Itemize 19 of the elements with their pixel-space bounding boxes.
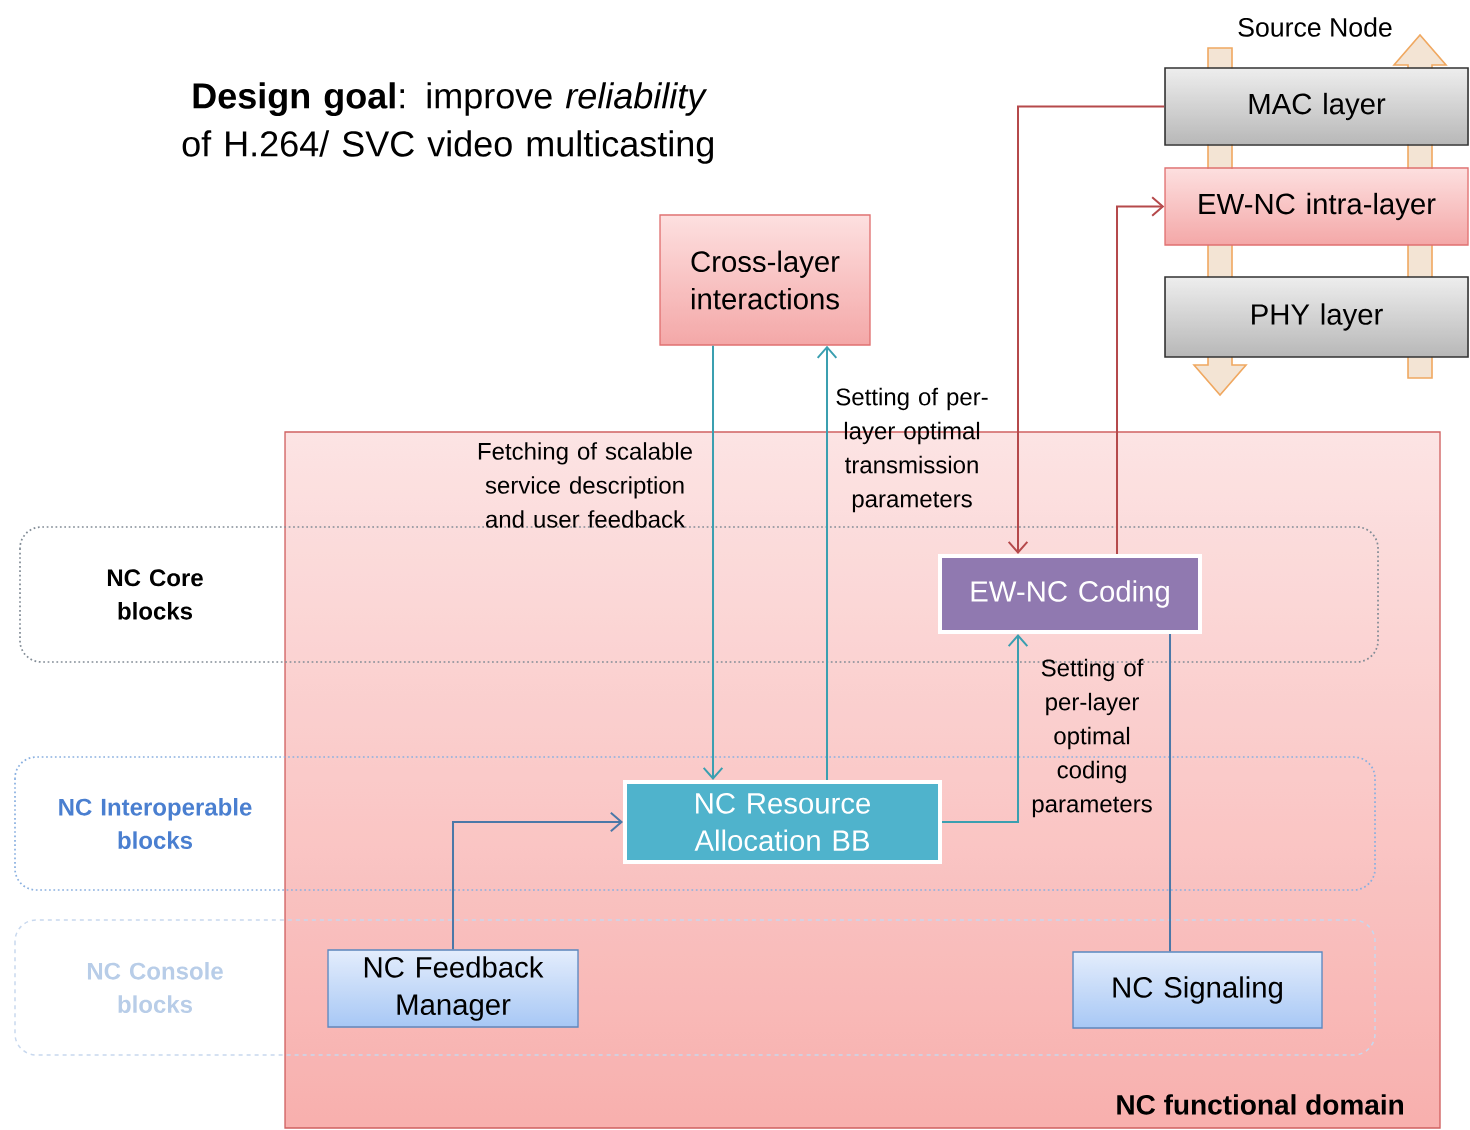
process-box: NC Feedback Manager bbox=[327, 949, 579, 1028]
layer-box: PHY layer bbox=[1164, 276, 1469, 358]
arrow bbox=[702, 344, 724, 780]
edge-label: Fetching of scalable service description and user feedback bbox=[478, 442, 692, 528]
layer-box: MAC layer bbox=[1164, 67, 1469, 146]
process-box: Cross-layer interactions bbox=[659, 214, 871, 346]
arrow bbox=[1116, 196, 1165, 555]
process-box: EW-NC intra-layer bbox=[1164, 167, 1469, 246]
process-box: EW-NC Coding bbox=[938, 554, 1202, 634]
edge-label: Setting of per-layer optimal coding parameters bbox=[1032, 658, 1152, 818]
arrow bbox=[1007, 105, 1166, 554]
arrow bbox=[816, 345, 838, 781]
arrow bbox=[452, 811, 623, 951]
arrow bbox=[941, 634, 1029, 823]
process-box: NC Signaling bbox=[1072, 951, 1323, 1029]
title: Design goal: improve reliability of H.264/ SVC video multicasting bbox=[182, 82, 713, 164]
process-box: NC Resource Allocation BB bbox=[623, 780, 942, 864]
stack-label: Source Node bbox=[1238, 17, 1392, 37]
edge-label: Setting of per-layer optimal transmission parameters bbox=[836, 387, 988, 513]
